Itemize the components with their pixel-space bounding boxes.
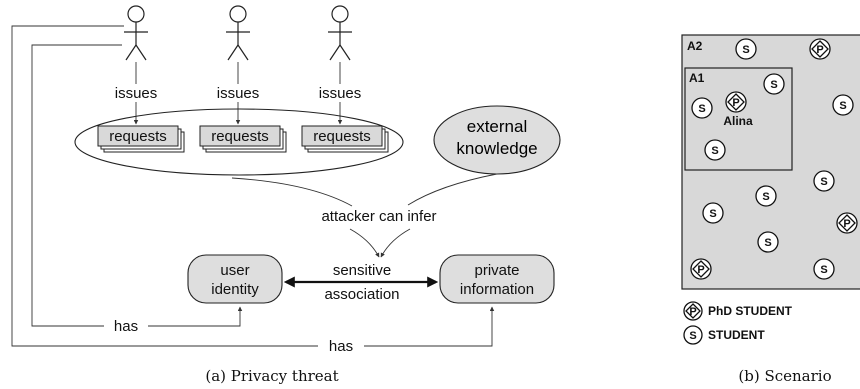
legend: P PhD STUDENT S STUDENT [683,301,793,345]
inference-curve-left [231,177,353,207]
external-knowledge-line-2: knowledge [456,139,537,158]
has-connector-identity-right [148,306,243,327]
student-token-3-letter: S [698,103,705,115]
legend-phd-icon: P [683,301,703,321]
student-token-9-letter: S [764,237,771,249]
infer-arrow-right [380,228,411,258]
private-information-line-2: information [460,281,534,298]
user-figure-1 [124,5,148,61]
request-label-2: requests [211,128,269,145]
association-line-2: association [324,286,399,303]
phd-token-alina-letter: P [732,97,739,109]
student-token-4-letter: S [839,100,846,112]
phd-token-1-letter: P [816,44,823,56]
student-token-1: S [735,38,757,60]
person-name-label: Alina [723,114,753,128]
student-token-2: S [763,73,785,95]
has-connector-private-left [11,25,318,347]
user-figure-3 [328,5,352,61]
request-stack-2: requests [199,125,287,153]
has-label-private: has [329,338,353,355]
caption-b: (b) Scenario [738,367,831,385]
student-token-6-letter: S [820,176,827,188]
issues-label-3: issues [319,85,362,102]
request-label-3: requests [313,128,371,145]
legend-student-letter: S [689,330,696,342]
figure-a-privacy-threat: issues issues issues requests requests r… [11,5,561,385]
phd-token-1: P [809,38,831,60]
student-token-2-letter: S [770,79,777,91]
issues-label-2: issues [217,85,260,102]
requests-ellipse [74,108,404,176]
area-a1-label: A1 [689,71,705,85]
student-token-4: S [832,94,854,116]
legend-phd-letter: P [689,306,696,318]
user-figure-2 [226,5,250,61]
attacker-can-infer-label: attacker can infer [321,208,436,225]
student-token-8-letter: S [709,208,716,220]
phd-token-3: P [690,258,712,280]
student-token-7: S [755,185,777,207]
issues-label-1: issues [115,85,158,102]
private-information-line-1: private [474,262,519,279]
area-a2-label: A2 [687,39,703,53]
has-connector-identity-left [31,44,122,327]
has-label-identity: has [114,318,138,335]
request-stack-3: requests [301,125,389,153]
user-identity-line-1: user [220,262,249,279]
student-token-1-letter: S [742,44,749,56]
student-token-10-letter: S [820,264,827,276]
request-label-1: requests [109,128,167,145]
student-token-3: S [691,97,713,119]
figure-b-scenario: A2 A1 S S S S S S S [681,34,860,385]
has-connector-private-right [364,306,495,347]
private-information-box [439,254,555,304]
user-identity-line-2: identity [211,281,259,298]
student-token-5: S [704,139,726,161]
user-identity-box [187,254,283,304]
external-knowledge-line-1: external [467,117,527,136]
student-token-7-letter: S [762,191,769,203]
association-line-1: sensitive [333,262,391,279]
phd-token-3-letter: P [697,264,704,276]
legend-student-icon: S [683,325,703,345]
phd-token-alina: P [725,91,747,113]
phd-token-2: P [836,212,858,234]
student-token-8: S [702,202,724,224]
legend-phd-label: PhD STUDENT [708,304,793,318]
infer-arrow-left [349,228,380,258]
caption-a: (a) Privacy threat [205,367,338,385]
legend-student-label: STUDENT [708,328,765,342]
phd-token-2-letter: P [843,218,850,230]
student-token-5-letter: S [711,145,718,157]
student-token-10: S [813,258,835,280]
request-stack-1: requests [97,125,185,153]
student-token-9: S [757,231,779,253]
student-token-6: S [813,170,835,192]
inference-curve-right [407,173,498,206]
